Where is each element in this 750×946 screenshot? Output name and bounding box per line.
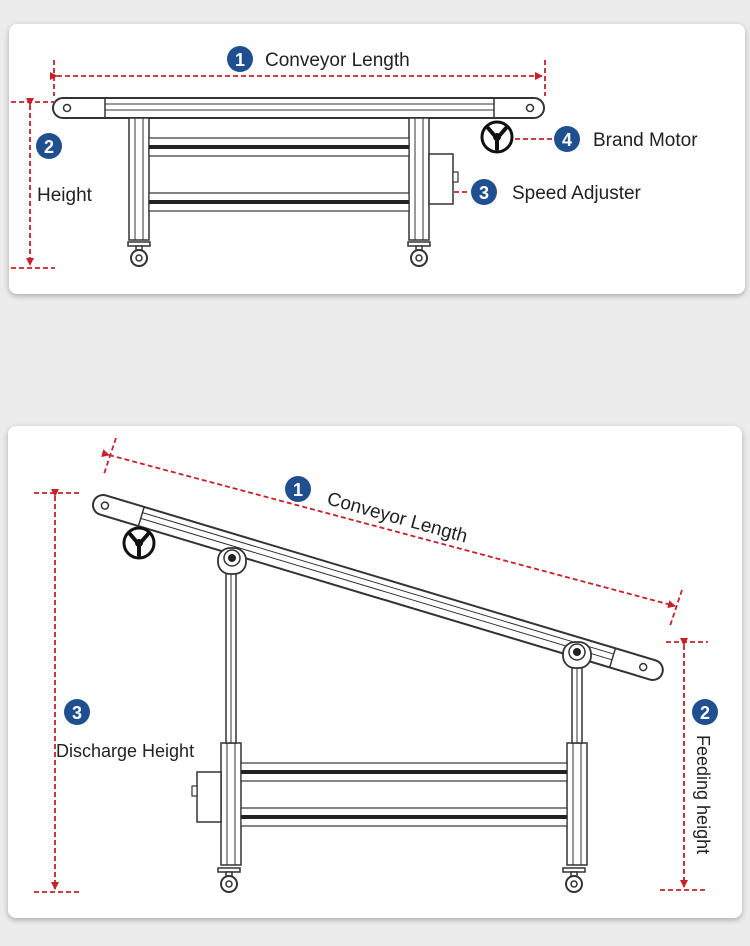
svg-text:2: 2 [700,703,710,723]
badge-conveyor-length-1: 1 [227,46,253,72]
incline-speed-adjuster-box [196,771,222,823]
badge-brand-motor: 4 [554,126,580,152]
incline-pivot-right [562,641,592,669]
badge-speed-adjuster: 3 [471,179,497,205]
incline-pivot-left [217,547,247,575]
flat-belt-frame [52,97,545,119]
incline-badge-conveyor-length: 1 [285,476,311,502]
incline-right-leg [566,742,588,866]
svg-text:1: 1 [235,50,245,70]
label-conveyor-length: Conveyor Length [265,50,410,71]
label-speed-adjuster: Speed Adjuster [512,183,642,204]
svg-text:4: 4 [562,130,572,150]
flat-conveyor-drawing [52,97,545,267]
label-height: Height [37,185,93,206]
svg-text:2: 2 [44,137,54,157]
speed-adjuster-box [428,153,454,205]
label-brand-motor: Brand Motor [593,130,698,151]
flat-dimension-lines [11,60,552,269]
svg-text:3: 3 [72,703,82,723]
incline-badge-feeding-height: 2 [692,699,718,725]
flat-left-leg [128,117,150,241]
incline-dimension-lines [34,437,708,893]
badge-height: 2 [36,133,62,159]
svg-text:3: 3 [479,183,489,203]
incline-left-leg [220,742,242,866]
incline-label-feeding-height: Feeding height [693,735,713,854]
incline-label-conveyor-length: Conveyor Length [325,489,470,548]
svg-text:1: 1 [293,480,303,500]
incline-label-discharge-height: Discharge Height [56,741,194,761]
incline-conveyor-drawing [92,494,664,893]
incline-brand-motor-icon [122,526,156,560]
incline-badge-discharge-height: 3 [64,699,90,725]
